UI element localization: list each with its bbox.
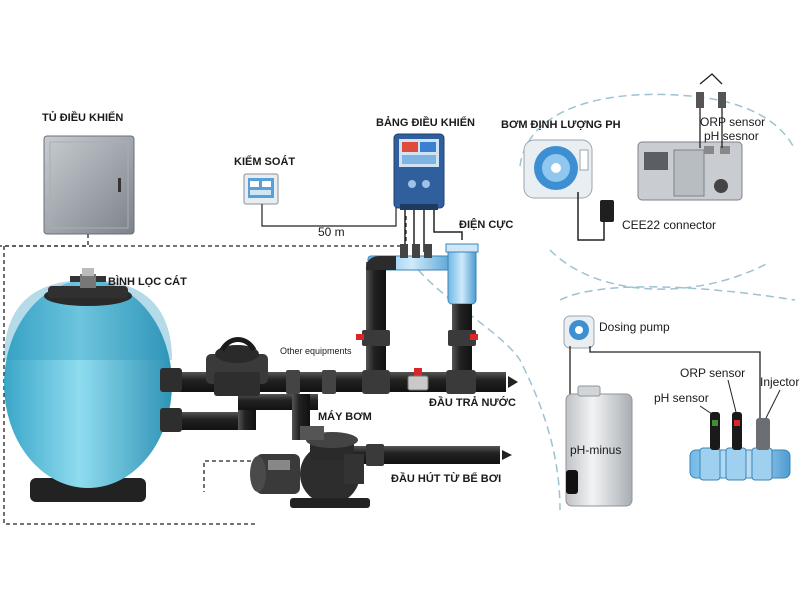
ph-probe [710,412,720,450]
label-orp-sensor: ORP sensor [680,366,746,380]
monitor-screen [243,173,279,205]
dosing-pump-ph-unit [523,139,593,199]
control-panel [393,133,445,210]
label-suction-inlet: ĐẦU HÚT TỪ BỂ BƠI [391,473,502,485]
sensor-cables-top [699,73,723,148]
circulation-pump [250,426,370,508]
label-control-cabinet: TỦ ĐIỀU KHIỂN [42,112,124,124]
label-orp-sensor-top: ORP sensor [700,115,766,129]
label-monitor: KIỂM SOÁT [234,156,296,168]
label-ph-minus: pH-minus [570,443,622,457]
cee22-connector-plug [600,200,614,222]
sensor-plugs-top [696,92,726,108]
label-injector: Injector [760,375,800,389]
dosing-cable [577,192,605,241]
sand-filter-tank [4,268,182,502]
label-ph-sensor: pH sensor [654,391,709,405]
label-ph-sensor-top: pH sesnor [704,129,759,143]
multiport-valve [206,337,268,396]
label-dosing-pump: Dosing pump [599,320,670,334]
label-return-outlet: ĐẦU TRẢ NƯỚC [429,397,516,409]
dosing-pump-small [563,315,595,349]
ph-orp-controller [637,141,743,201]
manifold-pointers [699,379,781,419]
label-control-panel: BẢNG ĐIỀU KHIỂN [376,117,476,129]
ph-minus-canister [565,385,633,507]
label-other-equipments: Other equipments [280,346,352,356]
control-cabinet [43,135,135,235]
label-sand-filter: BÌNH LỌC CÁT [108,276,187,288]
injector-fitting [756,418,770,450]
label-cee22-connector: CEE22 connector [622,218,717,232]
label-electrode: ĐIỆN CỰC [459,219,514,231]
label-dosing-ph-title: BƠM ĐỊNH LƯỢNG PH [501,119,621,131]
injection-manifold [689,447,791,481]
label-distance: 50 m [318,225,345,239]
dashed-zone-lines [409,93,796,511]
label-pump: MÁY BƠM [318,411,372,423]
orp-probe [732,412,742,450]
flow-arrows [502,376,518,460]
monitor-cable [261,200,397,227]
